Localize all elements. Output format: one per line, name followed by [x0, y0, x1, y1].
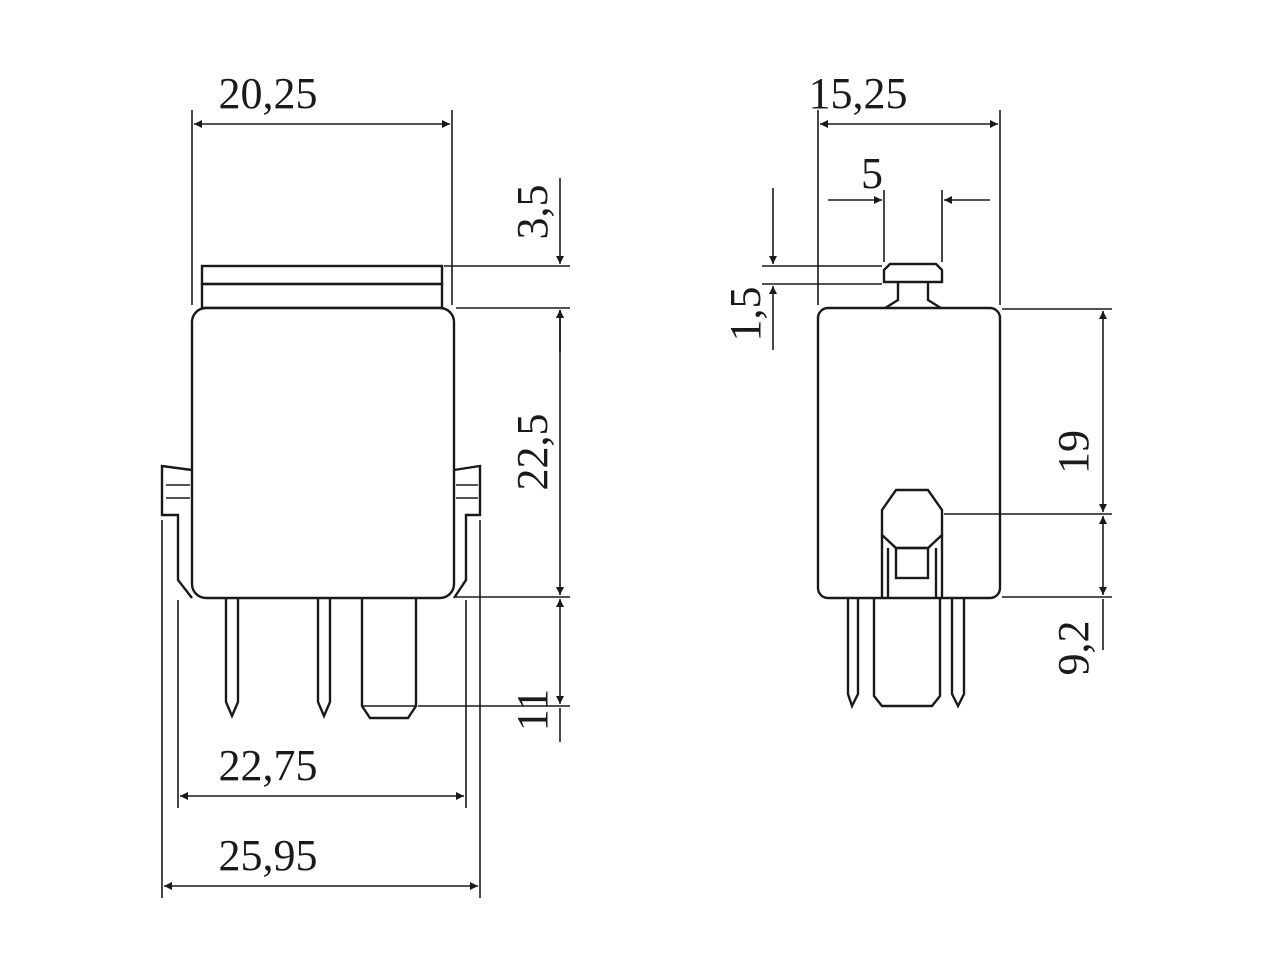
side-pin-right	[950, 598, 966, 709]
dim-front-tab-height: 3,5	[508, 185, 557, 240]
dim-side-lower-height: 9,2	[1049, 621, 1098, 676]
dim-front-body-height: 22,5	[508, 414, 557, 491]
side-pin-wide	[872, 598, 942, 708]
side-pin-left	[846, 598, 860, 710]
front-view: 20,25 3,5 22,5 11 22,75 25,95	[160, 69, 570, 898]
dim-front-pin-length: 11	[508, 689, 557, 731]
dim-side-width-total: 15,25	[809, 69, 908, 118]
dim-front-width-total: 25,95	[219, 831, 318, 880]
side-body	[816, 306, 1002, 600]
front-body	[190, 306, 456, 600]
front-pin-wide	[360, 598, 418, 720]
front-right-clip	[453, 464, 482, 599]
dim-side-upper-height: 19	[1049, 430, 1098, 474]
front-pin-2	[316, 598, 332, 720]
front-left-clip	[160, 464, 193, 599]
front-top-cap-lower	[200, 282, 444, 310]
front-pin-1	[224, 598, 240, 720]
dim-front-width-mid: 22,75	[219, 741, 318, 790]
side-top-tab	[882, 262, 944, 284]
dim-side-tab-width: 5	[861, 149, 883, 198]
front-top-cap	[200, 264, 444, 286]
side-view: 15,25 5 1,5 19 9,2	[721, 69, 1112, 710]
dim-front-width-top: 20,25	[219, 69, 318, 118]
dim-side-tab-height: 1,5	[721, 287, 770, 342]
